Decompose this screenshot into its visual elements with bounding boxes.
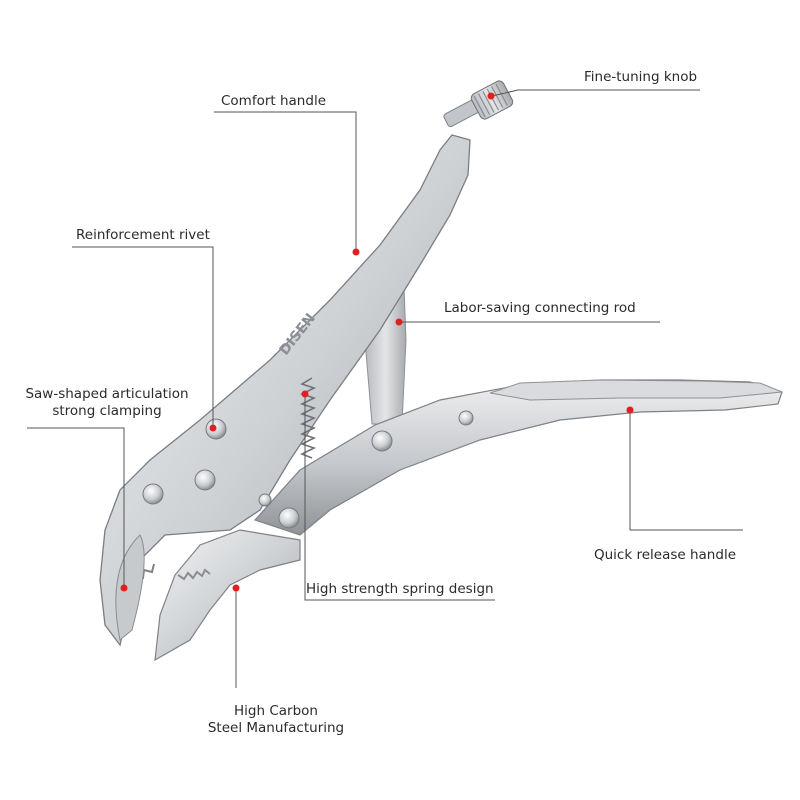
rivet	[458, 410, 474, 426]
lower-jaw-teeth	[177, 568, 211, 581]
callout-spring-design: High strength spring design	[306, 581, 494, 598]
quick-release-handle	[253, 379, 783, 536]
callout-text: Fine-tuning knob	[584, 69, 698, 85]
callout-saw-articulation: Saw-shaped articulation strong clamping	[22, 386, 192, 420]
leader-line-saw-articulation	[27, 427, 125, 588]
rivet	[371, 430, 393, 452]
callout-text: Comfort handle	[221, 93, 326, 109]
lower-jaw	[154, 529, 301, 662]
leader-line-reinforcement-rivet	[72, 246, 214, 428]
marker-dot	[395, 318, 403, 326]
callout-comfort-handle: Comfort handle	[221, 93, 326, 110]
marker-dot	[487, 92, 495, 100]
release-lever	[489, 379, 783, 401]
callout-reinforcement-rivet: Reinforcement rivet	[76, 227, 210, 244]
fine-tuning-knob-graphic	[470, 80, 514, 120]
marker-dot	[232, 584, 240, 592]
marker-dot	[626, 406, 634, 414]
callout-text: Labor-saving connecting rod	[444, 300, 636, 316]
upper-jaw-notch	[115, 534, 145, 641]
marker-dot	[120, 584, 128, 592]
callout-carbon-steel: High Carbon Steel Manufacturing	[196, 703, 356, 737]
leader-line-comfort-handle	[214, 111, 357, 252]
rivet	[142, 483, 164, 505]
callout-text: High strength spring design	[306, 581, 494, 597]
callout-fine-tuning-knob: Fine-tuning knob	[584, 69, 697, 86]
comfort-handle-body	[99, 134, 471, 647]
marker-dot	[209, 424, 217, 432]
callout-text-line2: Steel Manufacturing	[207, 720, 345, 736]
leader-line-spring	[304, 394, 495, 601]
callout-connecting-rod: Labor-saving connecting rod	[444, 300, 636, 317]
marker-dot	[301, 390, 309, 398]
callout-text-line1: Saw-shaped articulation	[25, 386, 189, 402]
leader-line-fine-tuning-knob	[491, 89, 700, 97]
marker-dot	[352, 248, 360, 256]
callout-text-line1: High Carbon	[234, 703, 318, 719]
callout-text-line2: strong clamping	[52, 403, 162, 419]
rivet	[278, 507, 300, 529]
rivet	[258, 493, 272, 507]
callout-quick-release-handle: Quick release handle	[594, 547, 736, 564]
callout-text: Quick release handle	[594, 547, 736, 563]
leader-line-quick-release	[629, 410, 743, 531]
rivet	[194, 469, 216, 491]
callout-text: Reinforcement rivet	[76, 227, 210, 243]
